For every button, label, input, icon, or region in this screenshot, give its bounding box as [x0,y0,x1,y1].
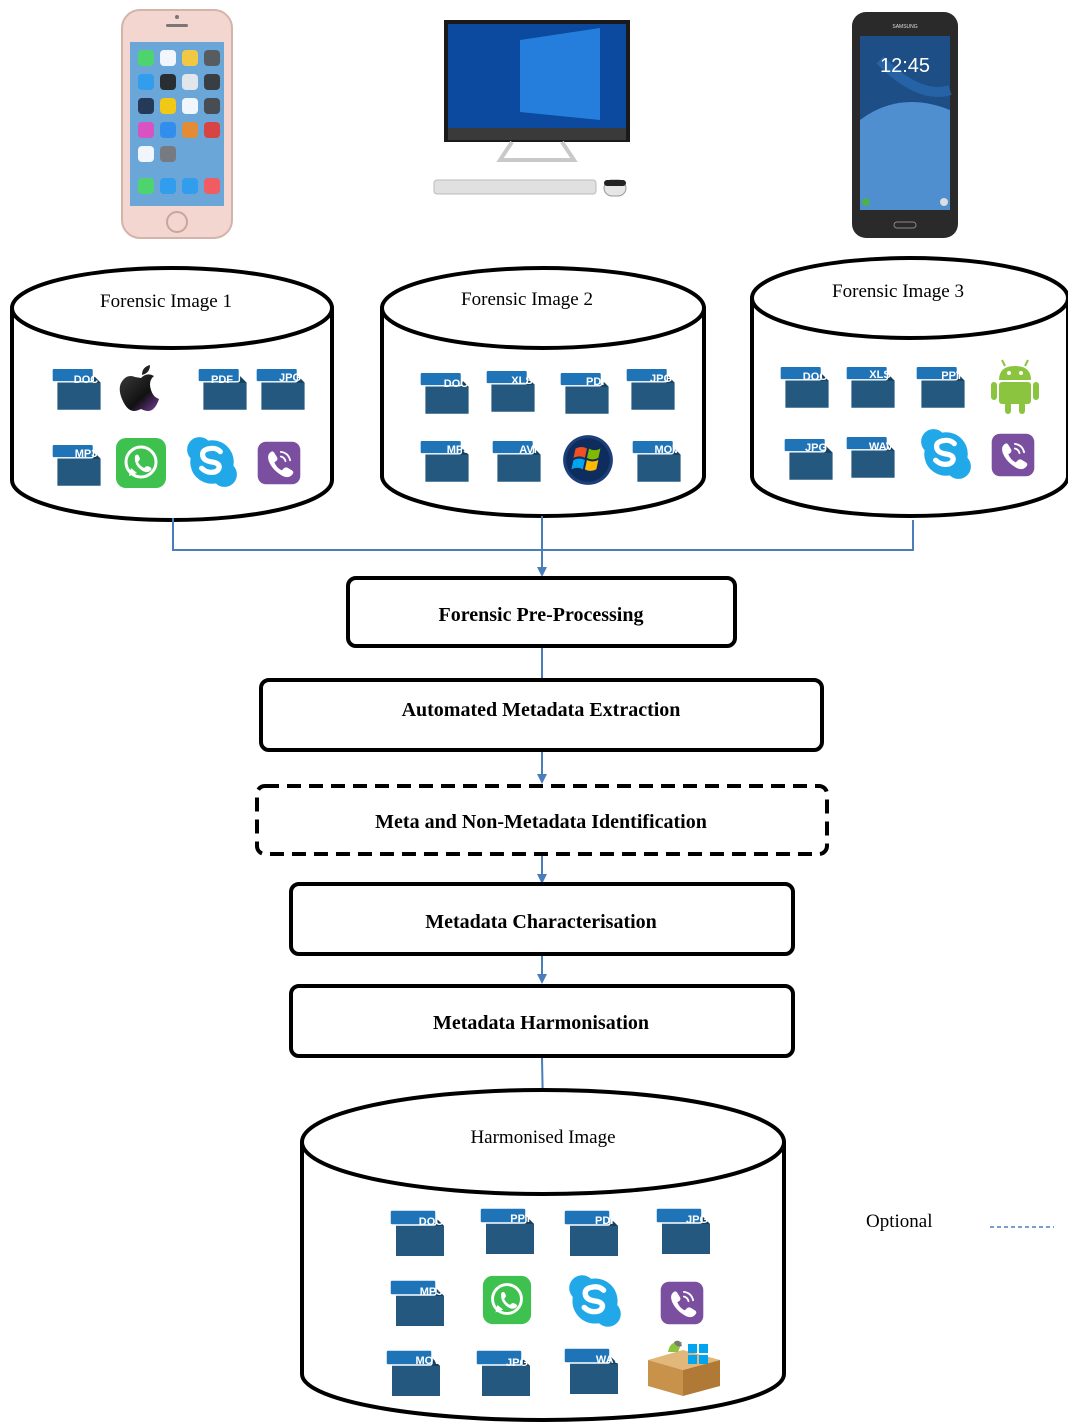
database-label: Forensic Image 3 [832,281,964,302]
database-label: Harmonised Image [470,1127,615,1148]
forensic-image-2-database: Forensic Image 2 DOC XLS PDF JPG MP3 AVI… [380,266,706,518]
legend: Optional [866,1211,1054,1232]
svg-text:JPG: JPG [805,442,827,454]
pdf-file-icon: PDF [563,1209,619,1257]
svg-text:JPG: JPG [279,372,301,384]
ppt-file-icon: PPT [479,1207,535,1255]
samsung-android-device: SAMSUNG 12:45 [852,12,958,238]
svg-text:PDF: PDF [595,1215,617,1227]
step-label: Forensic Pre-Processing [439,604,644,626]
whatsapp-icon [481,1274,533,1326]
step-label: Metadata Characterisation [425,911,657,933]
device-time-label: 12:45 [880,55,930,77]
xls-file-icon: XLS [846,365,896,409]
xls-file-icon: XLS [486,369,536,413]
mp3-file-icon: MP3 [420,439,470,483]
svg-text:AVI: AVI [519,444,537,456]
svg-text:MOV: MOV [654,444,680,456]
database-label: Forensic Image 2 [461,289,593,310]
jpg-file-icon: JPG [655,1207,711,1255]
mp3-file-icon: MP3 [389,1279,445,1327]
mov-file-icon: MOV [632,439,682,483]
step-label: Meta and Non-Metadata Identification [375,811,707,833]
svg-text:XLS: XLS [511,375,532,387]
step-metadata-characterisation: Metadata Characterisation [289,882,795,956]
step-metadata-harmonisation: Metadata Harmonisation [289,984,795,1058]
database-label: Forensic Image 1 [100,291,232,312]
svg-text:MP3: MP3 [447,444,470,456]
svg-text:PPT: PPT [510,1213,532,1225]
jpg-file-icon: JPG [626,367,676,411]
forensic-image-1-database: Forensic Image 1 DOC PDF JPG MP3 [10,266,334,522]
pdf-file-icon: PDF [560,371,610,415]
viber-icon [256,440,302,486]
svg-text:MOV: MOV [415,1355,441,1367]
svg-text:MP3: MP3 [75,448,98,460]
svg-text:WAV: WAV [596,1354,621,1366]
svg-text:DOC: DOC [444,378,469,390]
viber-icon [659,1280,705,1326]
legend-label: Optional [866,1211,933,1232]
svg-text:DOC: DOC [803,371,828,383]
doc-file-icon: DOC [52,367,102,411]
ppt-file-icon: PPT [916,365,966,409]
windows-logo-icon [563,435,613,485]
viber-icon [990,432,1036,478]
mov-file-icon: MOV [385,1349,441,1397]
wav-file-icon: WAV [563,1347,621,1395]
jpg-file-icon: JPG [256,367,306,411]
svg-text:WAV: WAV [869,441,894,453]
svg-text:DOC: DOC [74,374,99,386]
wav-file-icon: WAV [846,435,896,479]
doc-file-icon: DOC [389,1209,445,1257]
merge-connector [172,516,914,577]
mp3-file-icon: MP3 [52,443,102,487]
doc-file-icon: DOC [780,365,830,409]
svg-text:DOC: DOC [419,1216,444,1228]
doc-file-icon: DOC [420,371,470,415]
whatsapp-icon [114,436,168,490]
iphone-device [121,9,233,239]
svg-text:JPG: JPG [650,373,672,385]
svg-text:JPG: JPG [506,1357,528,1369]
jpg-file-icon: JPG [475,1349,531,1397]
svg-text:XLS: XLS [869,369,890,381]
step-label: Metadata Harmonisation [433,1012,649,1034]
svg-text:JPG: JPG [686,1214,708,1226]
step-label: Automated Metadata Extraction [402,699,681,721]
step-meta-non-metadata-identification: Meta and Non-Metadata Identification [255,784,829,856]
forensic-image-3-database: Forensic Image 3 DOC XLS PPT JPG WAV [750,256,1068,518]
step-automated-metadata-extraction: Automated Metadata Extraction [259,678,824,752]
harmonised-image-database: Harmonised Image DOC PPT PDF JPG MP3 MOV… [300,1088,786,1422]
pdf-file-icon: PDF [198,367,248,411]
device-brand-label: SAMSUNG [892,24,917,30]
svg-text:PPT: PPT [941,370,963,382]
jpg-file-icon: JPG [784,437,834,481]
svg-text:PDF: PDF [211,374,233,386]
avi-file-icon: AVI [492,439,542,483]
step-forensic-pre-processing: Forensic Pre-Processing [346,576,737,648]
svg-text:PDF: PDF [586,376,608,388]
svg-text:MP3: MP3 [420,1286,443,1298]
desktop-computer-device [433,20,630,197]
